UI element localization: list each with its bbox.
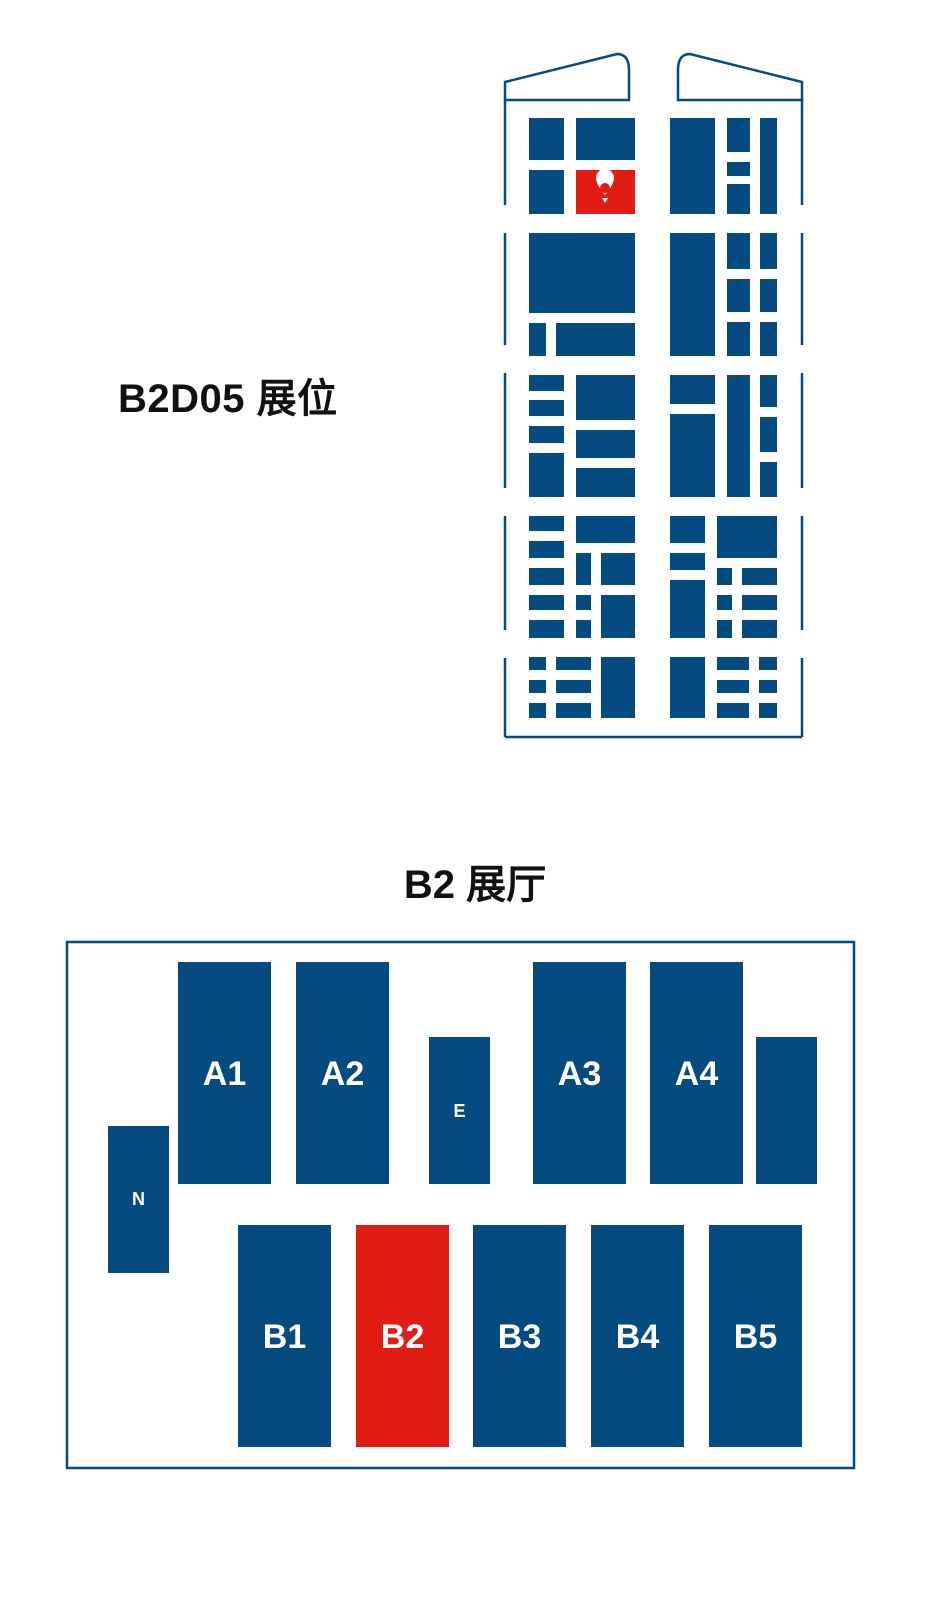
hall-b4[interactable]: B4 bbox=[591, 1225, 684, 1447]
hall-b5[interactable]: B5 bbox=[709, 1225, 802, 1447]
hall-e[interactable]: E bbox=[429, 1037, 490, 1184]
hall-b3[interactable]: B3 bbox=[473, 1225, 566, 1447]
booth-section-5 bbox=[529, 657, 777, 718]
hall-b1-label: B1 bbox=[263, 1318, 306, 1356]
hall-a3-label: A3 bbox=[558, 1055, 601, 1093]
hall-n[interactable]: N bbox=[108, 1126, 169, 1273]
hall-n-label: N bbox=[132, 1189, 145, 1209]
hall-a2-label: A2 bbox=[321, 1055, 364, 1093]
hall-a2[interactable]: A2 bbox=[296, 962, 389, 1184]
hall-a4[interactable]: A4 bbox=[650, 962, 743, 1184]
hall-b3-label: B3 bbox=[498, 1318, 541, 1356]
booth-section-2 bbox=[529, 233, 777, 356]
location-pin-icon bbox=[596, 169, 614, 203]
hall-b4-label: B4 bbox=[616, 1318, 660, 1356]
hall-b1[interactable]: B1 bbox=[238, 1225, 331, 1447]
hall-b2[interactable]: B2 bbox=[356, 1225, 449, 1447]
hall-a1[interactable]: A1 bbox=[178, 962, 271, 1184]
hall-a1-label: A1 bbox=[203, 1055, 246, 1093]
booth-section-4 bbox=[529, 516, 777, 638]
hall-unlabeled[interactable] bbox=[756, 1037, 817, 1184]
hall-b5-label: B5 bbox=[734, 1318, 777, 1356]
booth-section-3 bbox=[529, 375, 777, 497]
booth-title: B2D05 展位 bbox=[118, 377, 338, 421]
hall-b2-label: B2 bbox=[381, 1318, 424, 1356]
hall-a3[interactable]: A3 bbox=[533, 962, 626, 1184]
booth-plan-outline bbox=[503, 52, 804, 739]
hall-a4-label: A4 bbox=[675, 1055, 719, 1093]
booth-floor-plan bbox=[503, 52, 804, 739]
hall-e-label: E bbox=[453, 1101, 465, 1121]
hall-title: B2 展厅 bbox=[403, 863, 547, 907]
booth-section-1 bbox=[529, 118, 777, 214]
